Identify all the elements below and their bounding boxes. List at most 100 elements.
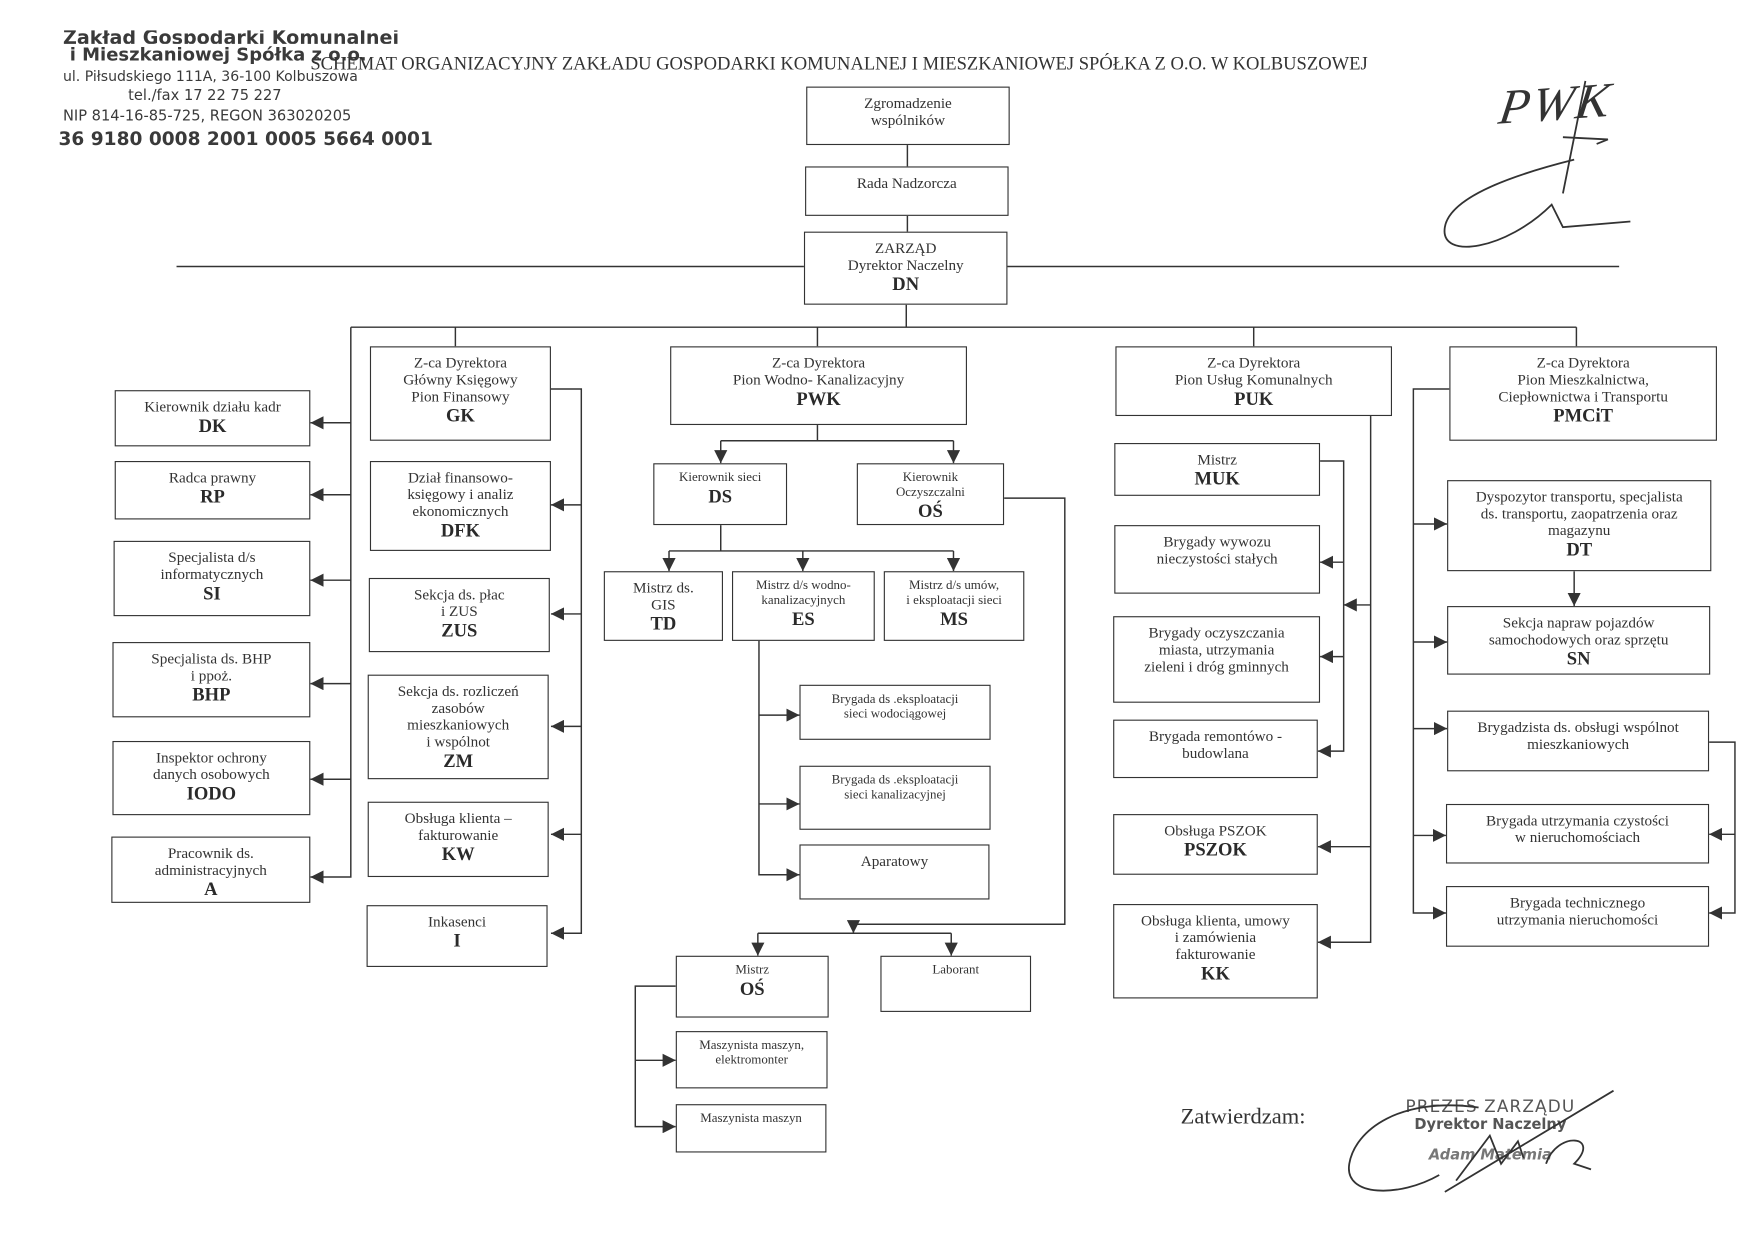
unit-label-line: Radca prawny bbox=[168, 468, 257, 486]
unit-code: DN bbox=[892, 273, 920, 295]
unit-code: PMCiT bbox=[1553, 404, 1614, 427]
unit-label-line: zasobów bbox=[431, 699, 485, 717]
connector-arrow bbox=[550, 388, 583, 940]
stamp-account: 36 9180 0008 2001 0005 5664 0001 bbox=[58, 128, 433, 150]
unit-label-line: budowlana bbox=[1182, 744, 1249, 762]
unit-label-line: Brygada ds .eksploatacji bbox=[831, 692, 959, 707]
unit-label-line: Mistrz bbox=[1197, 450, 1237, 468]
president-signature-scribble bbox=[1348, 1089, 1614, 1193]
unit-label-line: Inspektor ochrony bbox=[155, 748, 267, 766]
approval-label: Zatwierdzam: bbox=[1180, 1104, 1306, 1129]
unit-label-line: Mistrz ds. bbox=[633, 579, 694, 596]
unit-label-line: Z-ca Dyrektora bbox=[1207, 354, 1301, 372]
unit-label-line: Dyspozytor transportu, specjalista bbox=[1475, 487, 1683, 505]
unit-label-line: Brygada ds .eksploatacji bbox=[831, 773, 959, 788]
unit-label-line: danych osobowych bbox=[152, 765, 270, 783]
unit-label-line: Brygady wywozu bbox=[1163, 532, 1271, 550]
unit-label-line: Brygada utrzymania czystości bbox=[1486, 811, 1669, 829]
unit-label-line: Obsługa PSZOK bbox=[1164, 821, 1267, 839]
unit-label-line: i ppoż. bbox=[190, 666, 233, 684]
unit-label-line: fakturowanie bbox=[1175, 945, 1256, 963]
unit-label-line: Pion Usług Komunalnych bbox=[1174, 371, 1333, 388]
unit-label-line: Sekcja napraw pojazdów bbox=[1502, 613, 1655, 631]
unit-code: DT bbox=[1566, 538, 1593, 560]
unit-label-line: Obsługa klienta, umowy bbox=[1141, 911, 1290, 929]
unit-label-line: Główny Księgowy bbox=[403, 371, 518, 388]
stamp-nip-regon: NIP 814-16-85-725, REGON 363020205 bbox=[62, 107, 352, 125]
unit-label-line: Rada Nadzorcza bbox=[856, 174, 957, 192]
unit-label-line: elektromonter bbox=[715, 1053, 788, 1068]
unit-label-line: Oczyszczalni bbox=[895, 485, 965, 500]
unit-label-line: mieszkaniowych bbox=[407, 716, 510, 734]
unit-code: ES bbox=[792, 608, 815, 630]
org-unit-lab: Laborant bbox=[880, 955, 1032, 1012]
unit-label-line: Sekcja ds. płac bbox=[413, 585, 505, 603]
org-unit-me: Maszynista maszyn,elektromonter bbox=[675, 1031, 828, 1089]
company-stamp: Zakład Gospodarki Komunalnej i Mieszkani… bbox=[58, 30, 433, 151]
unit-code: IODO bbox=[186, 782, 237, 804]
unit-code: I bbox=[453, 929, 461, 952]
unit-label-line: zieleni i dróg gminnych bbox=[1144, 657, 1289, 675]
unit-label-line: Kierownik bbox=[902, 471, 959, 485]
unit-label-line: i zamówienia bbox=[1174, 928, 1257, 946]
unit-label-line: i wspólnot bbox=[426, 733, 491, 750]
unit-label-line: Mistrz d/s umów, bbox=[909, 579, 1000, 593]
unit-label-line: Z-ca Dyrektora bbox=[413, 354, 507, 372]
unit-code: A bbox=[204, 878, 218, 900]
signature-scribble bbox=[1443, 80, 1631, 248]
unit-code: DFK bbox=[440, 519, 481, 541]
unit-label-line: Zgromadzenie bbox=[864, 94, 952, 112]
unit-label-line: nieczystości stałych bbox=[1156, 549, 1278, 567]
stamp-address: ul. Piłsudskiego 111A, 36-100 Kolbuszowa bbox=[62, 67, 358, 85]
org-unit-mm: Maszynista maszyn bbox=[675, 1104, 827, 1153]
unit-label-line: Z-ca Dyrektora bbox=[1536, 354, 1630, 372]
unit-label-line: Kierownik sieci bbox=[679, 471, 762, 485]
unit-label-line: Brygada remontówo - bbox=[1148, 727, 1283, 745]
unit-label-line: kanalizacyjnych bbox=[761, 593, 846, 608]
unit-label-line: Aparatowy bbox=[860, 852, 929, 870]
unit-label-line: mieszkaniowych bbox=[1527, 735, 1630, 753]
unit-code: ZUS bbox=[441, 619, 478, 641]
unit-label-line: Sekcja ds. rozliczeń bbox=[397, 682, 519, 700]
unit-label-line: sieci wodociągowej bbox=[843, 707, 947, 721]
unit-label-line: księgowy i analiz bbox=[407, 485, 514, 503]
unit-label-line: Pion Wodno- Kanalizacyjny bbox=[732, 371, 905, 388]
unit-label-line: Specjalista ds. BHP bbox=[151, 649, 272, 667]
unit-code: MS bbox=[940, 608, 968, 630]
unit-code: ZM bbox=[443, 749, 474, 772]
unit-code: DK bbox=[198, 414, 227, 437]
unit-label-line: fakturowanie bbox=[418, 826, 499, 844]
connector-arrow bbox=[1317, 416, 1372, 949]
connector-arrow bbox=[310, 327, 352, 884]
unit-label-line: Pion Finansowy bbox=[411, 387, 510, 405]
unit-label-line: ekonomicznych bbox=[412, 502, 509, 520]
unit-label-line: Mistrz d/s wodno- bbox=[755, 579, 851, 593]
unit-label-line: i eksploatacji sieci bbox=[906, 593, 1002, 608]
unit-label-line: sieci kanalizacyjnej bbox=[844, 788, 946, 802]
unit-code: SI bbox=[203, 582, 221, 604]
unit-label-line: Dział finansowo- bbox=[407, 468, 513, 486]
unit-label-line: samochodowych oraz sprzętu bbox=[1488, 630, 1669, 648]
unit-code: MUK bbox=[1194, 467, 1240, 490]
org-unit-ap: Aparatowy bbox=[799, 844, 990, 900]
stamp-title: PREZES ZARZĄDU bbox=[1405, 1096, 1576, 1117]
unit-code: PUK bbox=[1234, 387, 1274, 410]
connector-arrow bbox=[846, 497, 1066, 934]
unit-label-line: administracyjnych bbox=[154, 861, 267, 879]
unit-label-line: informatycznych bbox=[160, 565, 264, 583]
